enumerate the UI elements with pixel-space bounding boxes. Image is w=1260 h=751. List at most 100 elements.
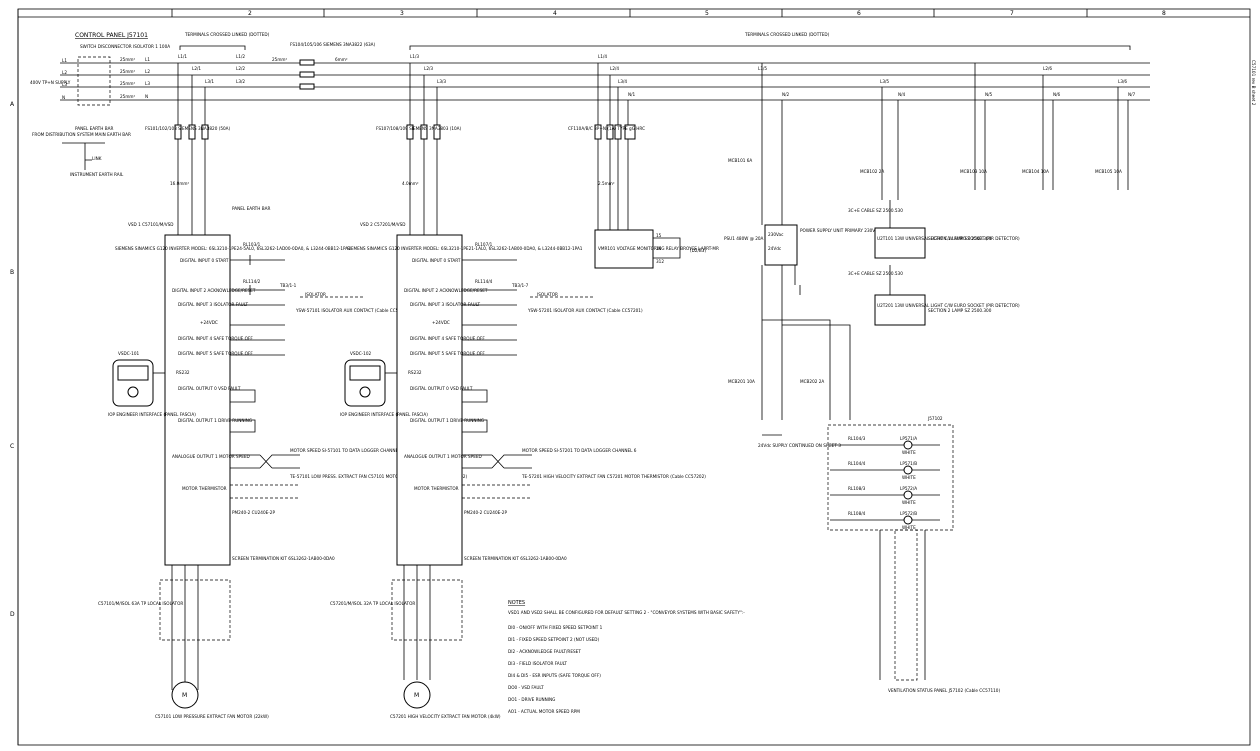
vmr-cable-size: 2.5mm² xyxy=(598,181,615,186)
vsd2-relay-ack: RL114/4 xyxy=(475,279,493,284)
terminals-left-label: TERMINALS CROSSED LINKED (DOTTED) xyxy=(184,32,270,37)
vsd1-tb-iso: TB3/1-1 xyxy=(279,283,297,288)
vsd2-speed-note: MOTOR SPEED SI-57201 TO DATA LOGGER CHAN… xyxy=(522,448,637,453)
lamp1-section: SECTION 1 LAMP SZ 2500.300 xyxy=(928,236,992,241)
mcb201-label: MCB201 10A xyxy=(728,379,755,384)
iop1-tag: VSDC-101 xyxy=(118,351,140,356)
svg-text:N/6: N/6 xyxy=(1053,92,1061,97)
vsd1-isolator-word: ISOLATOR xyxy=(305,292,326,297)
vsd1-output xyxy=(159,565,231,690)
iop2-dial xyxy=(359,386,371,398)
svg-text:N/1: N/1 xyxy=(628,92,636,97)
supply-label: 400V TP+N SUPPLY xyxy=(30,80,71,85)
fuse-fs104 xyxy=(299,59,315,66)
psu-feeders xyxy=(761,63,851,420)
distribution-label: FROM DISTRIBUTION SYSTEM MAIN EARTH BAR xyxy=(32,132,131,137)
phase-L3: L3 xyxy=(62,82,67,87)
vsd1-di0: DIGITAL INPUT 0 START xyxy=(180,258,229,263)
vsd1-therm: MOTOR THERMISTOR xyxy=(182,486,227,491)
vent-colour-2: WHITE xyxy=(902,475,916,480)
vent-relay-2: RL104/4 xyxy=(848,461,866,466)
col-label-7: 7 xyxy=(1010,10,1014,17)
vent-relay-4: RL108/4 xyxy=(848,511,866,516)
vmr-feeders xyxy=(594,63,636,230)
vmr-contacts xyxy=(653,237,681,259)
mcb105-label: MCB105 10A xyxy=(1095,169,1122,174)
vsd1-cable-size: 16.0mm² xyxy=(170,181,189,186)
vsd1-fuse-label: FS101/102/103 SIEMENS 3NA3820 (50A) xyxy=(145,126,231,131)
lamp2-unit xyxy=(874,294,926,326)
panel-earth-label: PANEL EARTH BAR xyxy=(75,126,113,131)
col-label-8: 8 xyxy=(1162,10,1166,17)
iop2-screen xyxy=(349,365,381,381)
notes-heading: NOTES xyxy=(508,600,525,606)
vsd1-therm-note: TE-57101 LOW PRESS. EXTRACT FAN C57101 M… xyxy=(289,474,468,479)
lamp-feeders xyxy=(881,63,1129,295)
vsd2-title: VSD 2 C57201/M/VSD xyxy=(360,222,406,227)
vsd2-iso-note: YSW-57201 ISOLATOR AUX CONTACT (Cable CC… xyxy=(527,308,643,313)
iop1-label: IOP ENGINEER INTERFACE (PANEL FASCIA) xyxy=(108,412,196,417)
mcb101-label: MCB101 6A xyxy=(728,158,752,163)
vsd1-ao1: ANALOGUE OUTPUT 1 MOTOR SPEED xyxy=(172,454,250,459)
vsd1-24v: +24VDC xyxy=(200,320,218,325)
psu-continued: 24Vdc SUPPLY CONTINUED ON SHEET 3 xyxy=(758,443,841,448)
vsd2-di2: DIGITAL INPUT 2 ACKNOWLEDGE/RESET xyxy=(404,288,488,293)
vsd2-di5: DIGITAL INPUT 5 SAFE TORQUE OFF xyxy=(410,351,485,356)
vsd2-ao1: ANALOGUE OUTPUT 1 MOTOR SPEED xyxy=(404,454,482,459)
vsd2-fuse-label: FS107/108/109 SIEMENS 3NA3803 (10A) xyxy=(376,126,462,131)
vent-lamp-1: LP571/A xyxy=(900,436,917,441)
panel-title: CONTROL PANEL J57101 xyxy=(75,32,148,39)
vsd1-di3: DIGITAL INPUT 3 ISOLATOR FAULT xyxy=(178,302,249,307)
mcb202-label: MCB202 2A xyxy=(800,379,824,384)
link-label: LINK xyxy=(92,156,102,161)
main-bus xyxy=(60,62,1150,101)
vent-relay-1: RL104/3 xyxy=(848,436,866,441)
svg-text:N/5: N/5 xyxy=(985,92,993,97)
row-label-B: B xyxy=(10,269,14,276)
phase-mark-N: N xyxy=(145,94,148,99)
instrument-earth-label: INSTRUMENT EARTH RAIL xyxy=(70,172,124,177)
terminals-right-label: TERMINALS CROSSED LINKED (DOTTED) xyxy=(744,32,830,37)
col-label-2: 2 xyxy=(248,10,252,17)
svg-text:L3/4: L3/4 xyxy=(618,79,627,84)
psu-unit xyxy=(764,224,798,266)
svg-text:L1/2: L1/2 xyxy=(236,54,245,59)
svg-text:L1/4: L1/4 xyxy=(598,54,607,59)
phase-L2: L2 xyxy=(62,70,67,75)
vent-colour-4: WHITE xyxy=(902,525,916,530)
phase-mark-L2: L2 xyxy=(145,69,150,74)
svg-text:L1/3: L1/3 xyxy=(410,54,419,59)
terminals-right-bracket xyxy=(409,45,1131,50)
vsd2-di3: DIGITAL INPUT 3 ISOLATOR FAULT xyxy=(410,302,481,307)
iop2-label: IOP ENGINEER INTERFACE (PANEL FASCIA) xyxy=(340,412,428,417)
svg-text:N/7: N/7 xyxy=(1128,92,1136,97)
iop1-dial xyxy=(127,386,139,398)
ventilation-panel-tag: J57102 xyxy=(927,416,943,421)
col-label-6: 6 xyxy=(857,10,861,17)
iop1-screen xyxy=(117,365,149,381)
vsd1-di4: DIGITAL INPUT 4 SAFE TORQUE OFF xyxy=(178,336,253,341)
vsd2-isolator-word: ISOLATOR xyxy=(537,292,558,297)
vsd2-do1: DIGITAL OUTPUT 1 DRIVE RUNNING xyxy=(410,418,484,423)
vent-relay-3: RL108/3 xyxy=(848,486,866,491)
vsd1-rs232: RS232 xyxy=(176,370,190,375)
col-label-5: 5 xyxy=(705,10,709,17)
vent-lamp-4: LP572/B xyxy=(900,511,917,516)
vsd2-feeders xyxy=(406,63,441,235)
vsd1-title: VSD 1 C57101/M/VSD xyxy=(128,222,174,227)
vsd2-model: SIEMENS SINAMICS G120 INVERTER MODEL: 6S… xyxy=(347,246,583,251)
vsd1-speed-note: MOTOR SPEED SI-57101 TO DATA LOGGER CHAN… xyxy=(290,448,405,453)
note-6: DO0 - VSD FAULT xyxy=(508,685,544,690)
cable-size-25-l1: 25mm² xyxy=(120,57,135,62)
vmr-fuse: CF110A/B/C 3P+N (1A) TYPE gG HRC xyxy=(568,126,645,131)
psu-vin: 230Vac xyxy=(768,232,784,237)
vsd2-therm: MOTOR THERMISTOR xyxy=(414,486,459,491)
cable-size-6: 6mm² xyxy=(335,57,348,62)
svg-text:L3/6: L3/6 xyxy=(1118,79,1127,84)
lamp-cable-1: 3C+E CABLE SZ 2500.530 xyxy=(848,208,903,213)
cable-size-25-n: 25mm² xyxy=(120,94,135,99)
mcb104-label: MCB104 10A xyxy=(1022,169,1049,174)
mcb102-label: MCB102 2A xyxy=(860,169,884,174)
vsd2-relay-start: RL107/1 xyxy=(475,242,493,247)
vsd1-iso-note: YSW-57101 ISOLATOR AUX CONTACT (Cable CC… xyxy=(295,308,411,313)
